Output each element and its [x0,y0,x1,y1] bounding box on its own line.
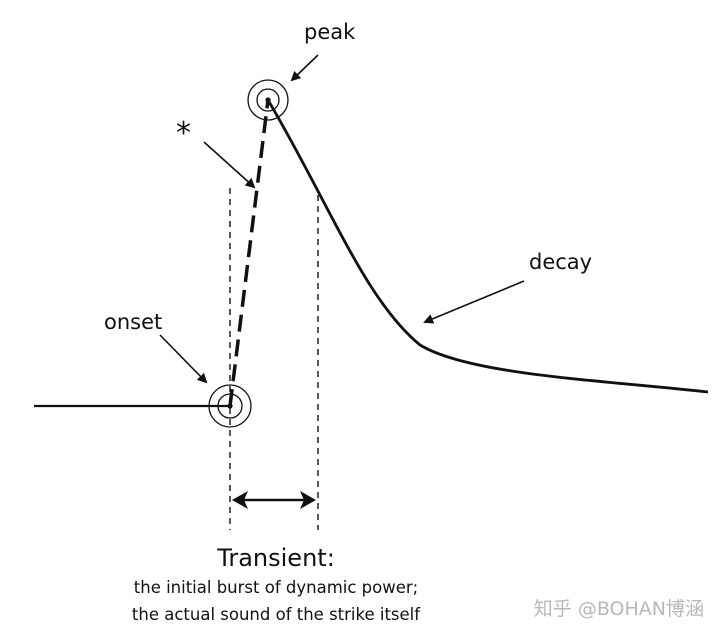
asterisk-label: * [176,116,191,151]
transient-arrowhead-right [300,491,316,509]
decay-arrow [423,280,525,324]
transient-caption-line-2: the actual sound of the strike itself [132,605,421,624]
onset-arrow [159,334,208,384]
peak-arrow [290,54,319,82]
peak-marker [247,79,289,121]
decay-label: decay [529,250,592,274]
transient-caption-line-1: the initial burst of dynamic power; [134,578,418,597]
peak-label: peak [304,20,356,44]
attack-dashed-line [228,99,270,407]
transient-arrowhead-left [232,491,248,509]
asterisk-arrow [203,141,256,189]
onset-label: onset [104,310,162,334]
decay-curve [266,99,709,394]
onset-marker [208,384,252,428]
watermark-text: 知乎 @BOHAN博涵 [534,598,704,620]
transient-title: Transient: [216,544,335,572]
